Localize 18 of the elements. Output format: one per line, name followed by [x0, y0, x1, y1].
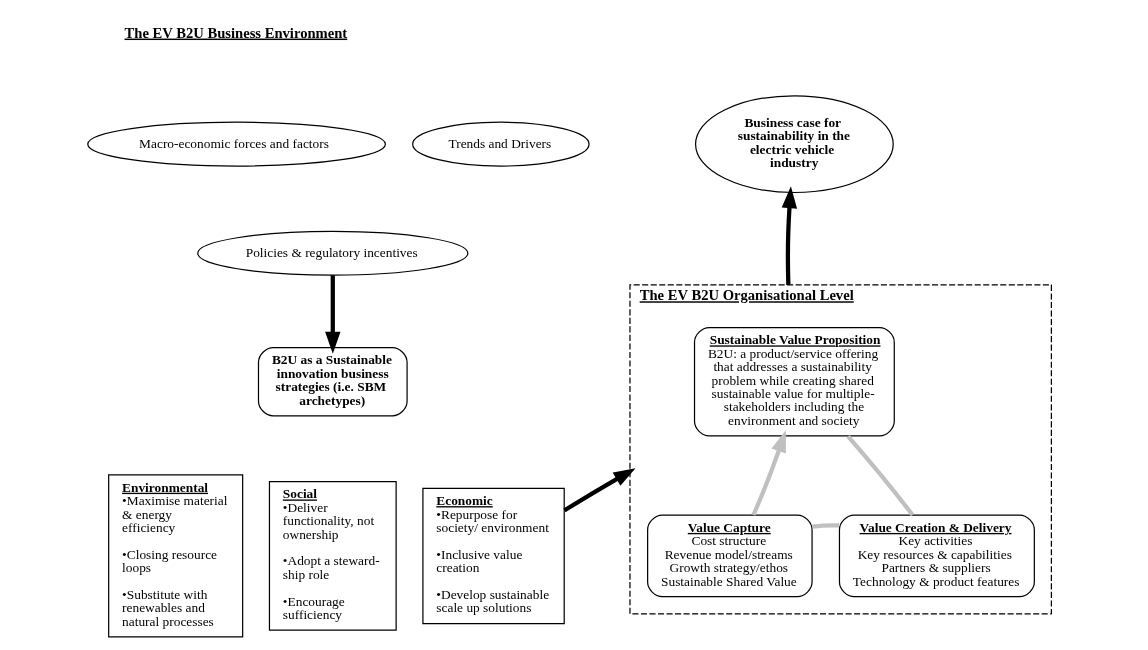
node-ellipse: Business case for sustainability in the electric vehicle industry — [694, 95, 894, 194]
connector — [845, 434, 914, 517]
connector — [811, 523, 839, 529]
arrow — [562, 468, 636, 513]
label: The EV B2U Business Environment — [124, 24, 347, 41]
node-box: Sustainable Value Proposition B2U: a product/service offering that addresses a sustainability problem while creating shared sustainable value for multiple-stakeholders including the environment and society — [693, 326, 895, 437]
arrow — [750, 430, 786, 516]
node-box: Environmental •Maximise material & energy efficiency •Closing resource loops •Substitute with renewables and natural processes — [107, 474, 243, 638]
node-box: Economic •Repurpose for society/ environment •Inclusive value creation •Develop sustainable scale up solutions — [421, 487, 565, 625]
arrow — [324, 275, 340, 354]
node-ellipse: Trends and Drivers — [411, 121, 590, 167]
arrow — [781, 186, 797, 285]
node-ellipse: Policies & regulatory incentives — [196, 230, 468, 276]
node-box: B2U as a Sustainable innovation business strategies (i.e. SBM archetypes) — [257, 347, 408, 417]
node-ellipse: Macro-economic forces and factors — [86, 121, 386, 167]
node-box: Social •Deliver functionality, not ownership •Adopt a steward-ship role •Encourage sufficiency — [268, 481, 397, 631]
node-box: Value Capture Cost structure Revenue model/streams Growth strategy/ethos Sustainable Shared Value — [646, 514, 813, 598]
node-box: Value Creation & Delivery Key activities Key resources & capabilities Partners & suppliers Technology & product features — [838, 514, 1035, 598]
